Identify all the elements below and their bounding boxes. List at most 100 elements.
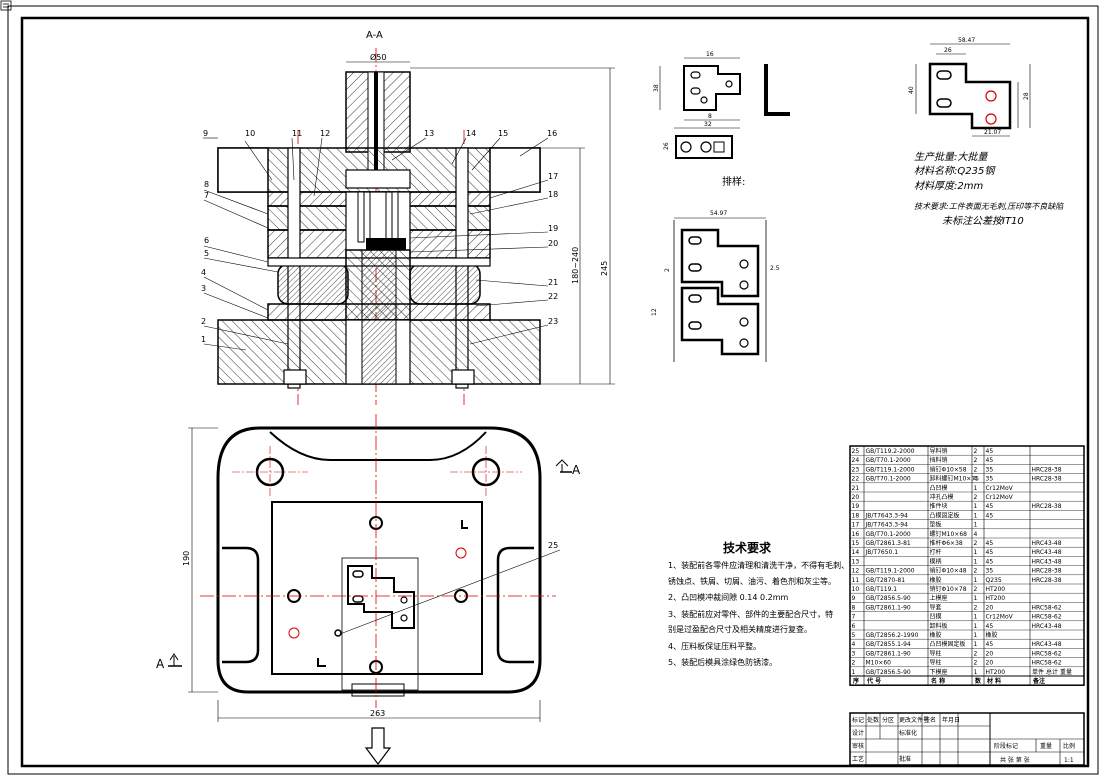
tb-scale: 1:1 xyxy=(1064,757,1074,764)
part-info-line-5: 未标注公差按IT10 xyxy=(942,215,1024,227)
bom-cell-code: JB/T7643.3-94 xyxy=(865,522,909,529)
bom-cell-name: 销钉Φ10×78 xyxy=(930,585,967,593)
tb-r2-1: 设计 xyxy=(852,729,864,737)
bom-cell-no: 8 xyxy=(852,604,856,611)
bom-cell-note: HRC58-62 xyxy=(1032,604,1062,611)
bom-cell-mat: HT200 xyxy=(986,586,1006,593)
part-no-17: 17 xyxy=(548,172,558,181)
bom-cell-name: 打杆 xyxy=(930,548,942,556)
bom-cell-note: HRC43-48 xyxy=(1032,623,1062,630)
tb-r1-2: 处数 xyxy=(867,716,879,724)
bom-cell-mat: 45 xyxy=(986,503,994,510)
bom-cell-mat: 45 xyxy=(986,512,994,519)
bom-cell-code: GB/T2870-81 xyxy=(866,577,906,584)
bom-header-extra: 重量 xyxy=(1060,668,1072,676)
part-info-line-3: 材料厚度:2mm xyxy=(914,180,983,192)
bom-cell-qty: 1 xyxy=(974,549,978,556)
bom-cell-name: 卸料螺钉M10×75 xyxy=(930,475,980,483)
bom-cell-name: 上模座 xyxy=(930,594,948,602)
part-dim-a: 26 xyxy=(944,47,952,54)
bom-cell-mat: 35 xyxy=(986,466,994,473)
bom-cell-qty: 1 xyxy=(974,512,978,519)
bom-cell-note: HRC43-48 xyxy=(1032,549,1062,556)
bom-cell-code: GB/T2856.2-1990 xyxy=(866,632,919,639)
layout-label: 排样: xyxy=(722,175,745,188)
bom-cell-note: HRC43-48 xyxy=(1032,558,1062,565)
bom-cell-name: 导套 xyxy=(930,603,942,611)
bom-cell-no: 15 xyxy=(852,540,860,547)
bom-header-qty: 数 xyxy=(975,677,982,685)
bom-cell-no: 12 xyxy=(852,568,860,575)
layout-side-dim: 2.5 xyxy=(770,265,780,272)
bom-cell-mat: 35 xyxy=(986,476,994,483)
bom-cell-no: 22 xyxy=(852,476,860,483)
bom-cell-mat: 45 xyxy=(986,558,994,565)
bom-cell-qty: 2 xyxy=(974,650,978,657)
bom-cell-qty: 2 xyxy=(974,466,978,473)
tech-req-title: 技术要求 xyxy=(723,540,772,555)
section-marker-bottom: A xyxy=(156,657,165,671)
bom-cell-mat: 20 xyxy=(986,604,994,611)
tech-requirements: 技术要求 1、装配前各零件应清理和清洗干净，不得有毛刺、 锈蚀点、铁屑、切屑、油… xyxy=(668,540,849,667)
bom-cell-note: HRC58-62 xyxy=(1032,614,1062,621)
bom-cell-no: 17 xyxy=(852,522,860,529)
bom-cell-name: 销钉Φ10×48 xyxy=(930,567,967,575)
tb-r4-3: 批准 xyxy=(899,755,911,763)
part-no-6: 6 xyxy=(204,236,209,245)
bom-header-code: 代 号 xyxy=(866,677,881,685)
tech-req-7: 5、装配后模具涂绿色防锈漆。 xyxy=(668,657,777,667)
bom-cell-name: 凹模 xyxy=(930,613,942,621)
bom-cell-code: GB/T70.1-2000 xyxy=(866,457,911,464)
bom-cell-name: 推件块 xyxy=(930,502,948,510)
part-no-8: 8 xyxy=(204,180,209,189)
bom-cell-no: 7 xyxy=(852,614,856,621)
bom-cell-mat: Cr12MoV xyxy=(986,614,1014,621)
bom-cell-qty: 1 xyxy=(974,623,978,630)
bom-cell-qty: 1 xyxy=(974,503,978,510)
bom-cell-note: HRC43-48 xyxy=(1032,540,1062,547)
bom-cell-qty: 1 xyxy=(974,641,978,648)
bom-cell-note: HRC28-38 xyxy=(1032,476,1062,483)
bom-cell-qty: 2 xyxy=(974,568,978,575)
part-views: 16 8 32 38 26 排样: xyxy=(653,51,790,188)
callout-25: 25 xyxy=(548,541,558,550)
bom-cell-no: 19 xyxy=(852,503,860,510)
bom-cell-note: HRC58-62 xyxy=(1032,650,1062,657)
tech-req-6: 4、压料板保证压料平整。 xyxy=(668,641,761,651)
bom-cell-mat: 橡胶 xyxy=(986,631,998,639)
bom-cell-name: 下模座 xyxy=(930,668,948,676)
bom-cell-no: 3 xyxy=(852,650,856,657)
punch-dia: Ø50 xyxy=(370,52,386,62)
bom-cell-no: 21 xyxy=(852,485,860,492)
bom-cell-qty: 4 xyxy=(974,531,978,538)
part-info-line-2: 材料名称:Q235钢 xyxy=(914,165,996,177)
bom-cell-no: 24 xyxy=(852,457,860,464)
bom-cell-qty: 2 xyxy=(974,494,978,501)
part-dim-c: 28 xyxy=(1023,92,1030,100)
plate-width-dim: 190 xyxy=(182,551,191,566)
part-no-22: 22 xyxy=(548,292,558,301)
part-height-dim: 40 xyxy=(908,86,915,94)
bom-cell-qty: 1 xyxy=(974,577,978,584)
bom-cell-code: GB/T2861.3-81 xyxy=(866,540,911,547)
strip-dim-2: 8 xyxy=(708,113,712,120)
bom-cell-mat: 45 xyxy=(986,457,994,464)
height-range-dim: 180~240 xyxy=(571,247,580,284)
part-width-dim: 58.47 xyxy=(958,37,975,44)
strip-dim-3: 32 xyxy=(704,121,712,128)
tb-stage: 阶段标记 xyxy=(994,742,1018,750)
part-no-15: 15 xyxy=(498,129,508,138)
bom-cell-code: GB/T119.1 xyxy=(866,586,898,593)
bom-cell-no: 23 xyxy=(852,466,860,473)
bom-cell-no: 10 xyxy=(852,586,860,593)
part-no-20: 20 xyxy=(548,239,558,248)
bom-cell-name: 橡胶 xyxy=(930,631,942,639)
part-no-12: 12 xyxy=(320,129,330,138)
bom-header-name: 名 称 xyxy=(931,677,945,685)
bom-cell-no: 25 xyxy=(852,448,860,455)
bom-cell-name: 凸凹模 xyxy=(930,484,948,492)
bom-cell-code: GB/T2861.1-90 xyxy=(866,604,911,611)
tb-r1-3: 分区 xyxy=(882,716,894,724)
bom-cell-code: GB/T2861.1-90 xyxy=(866,650,911,657)
